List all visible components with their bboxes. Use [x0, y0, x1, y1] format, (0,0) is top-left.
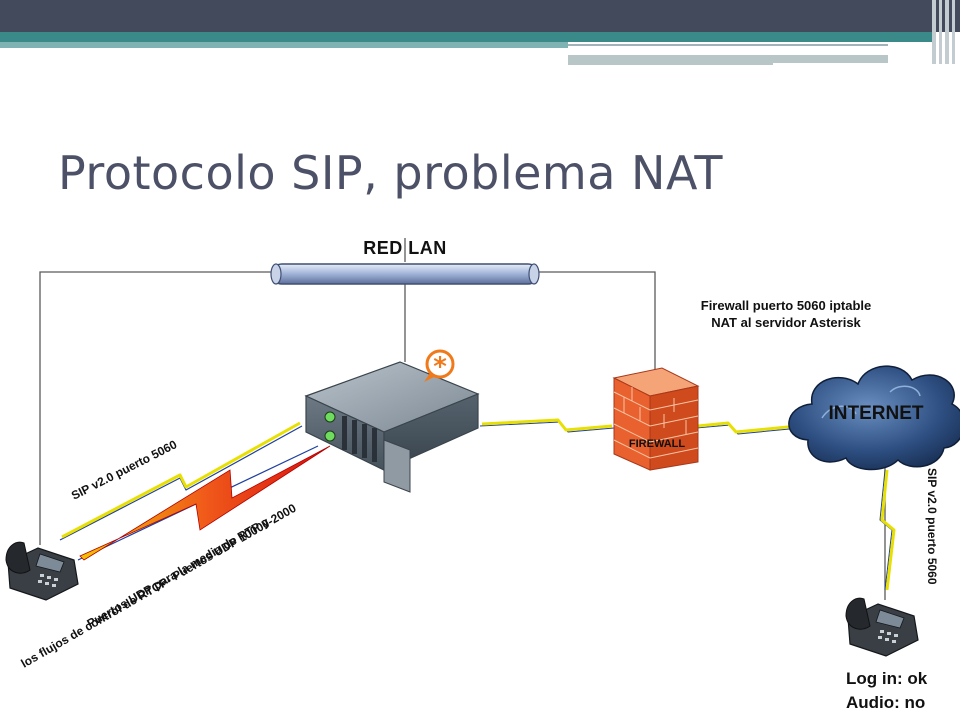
phone-right-icon [845, 597, 919, 657]
login-status: Log in: ok [846, 669, 928, 688]
red-lan-label: RED LAN [363, 238, 447, 258]
firewall-note-line2: NAT al servidor Asterisk [711, 315, 861, 330]
audio-status: Audio: no [846, 693, 925, 712]
asterisk-logo-icon: * [424, 349, 455, 382]
firewall-icon [612, 367, 700, 471]
internet-cloud-icon [788, 365, 960, 471]
sip-right-label: SIP v2.0 puerto 5060 [925, 468, 939, 585]
firewall-label: FIREWALL [629, 438, 685, 450]
phone-left-icon [5, 541, 79, 601]
firewall-note-line1: Firewall puerto 5060 iptable [701, 298, 872, 313]
header-deco-line [568, 44, 888, 46]
header-deco-line [568, 63, 773, 65]
internet-label: INTERNET [829, 403, 924, 424]
header-deco-bars [932, 0, 960, 64]
header-accent-light [0, 42, 568, 48]
header-deco-line [568, 55, 888, 63]
header-bar [0, 0, 960, 32]
red-lan-pipe [270, 263, 540, 285]
slide-title: Protocolo SIP, problema NAT [58, 146, 723, 200]
wan-links [479, 418, 896, 591]
asterisk-server [304, 361, 480, 493]
header-accent-band [0, 32, 932, 42]
sip-left-label: SIP v2.0 puerto 5060 [69, 437, 179, 503]
asterisk-logo-glyph: * [433, 352, 447, 382]
rtp-link [77, 445, 331, 561]
sip-link-left [59, 421, 303, 541]
